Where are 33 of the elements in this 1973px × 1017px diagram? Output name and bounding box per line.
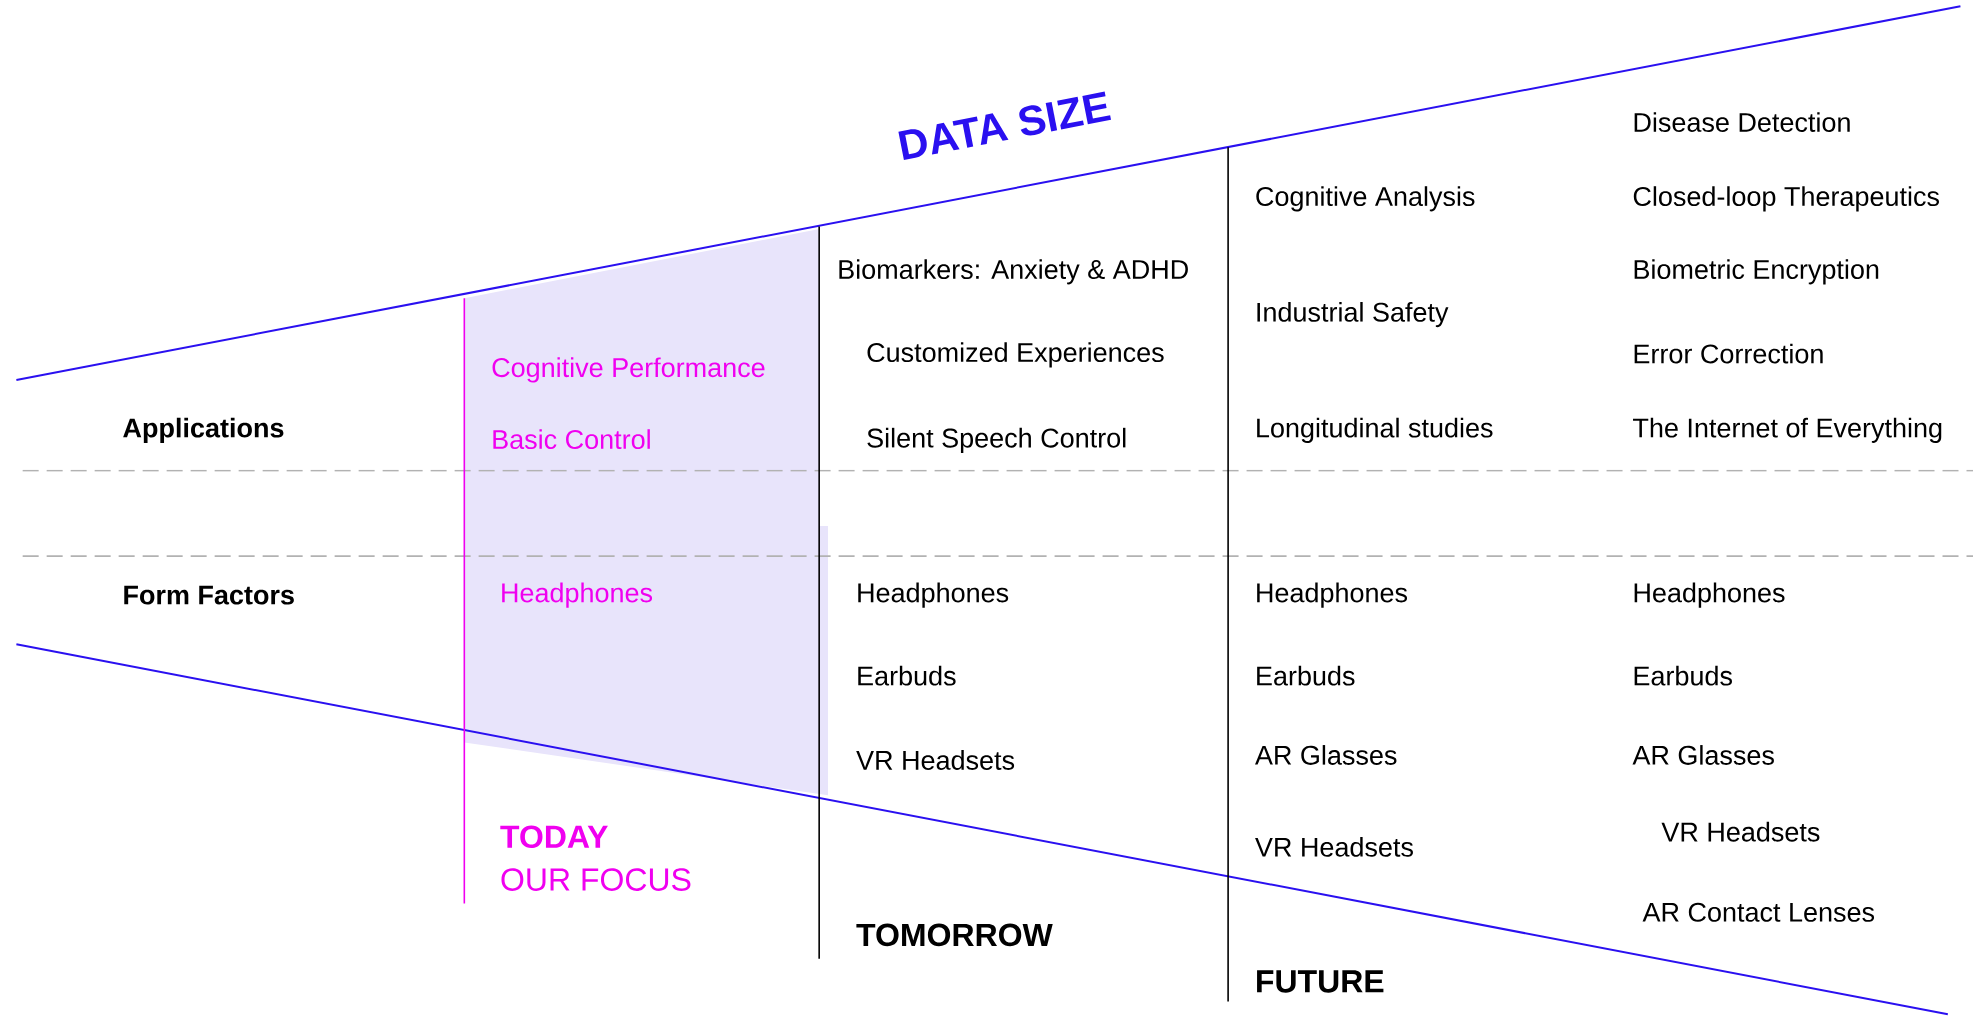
item-label: Headphones [1257,582,1408,608]
band-text: Basic Control [493,429,650,450]
band-text: Cognitive Performance [492,357,765,383]
item-label: Headphones [1634,582,1785,608]
item-label: VR Headsets [856,750,1015,771]
item-label: Longitudinal studies [1257,417,1493,444]
band-text: Headphones [502,582,653,608]
item-label: Error Correction [1634,343,1823,364]
column-heading: OUR FOCUS [501,868,691,892]
item-label: VR Headsets [1661,821,1820,842]
item-label: Cognitive Analysis [1256,186,1475,212]
column-heading: FUTURE [1257,970,1384,993]
row-heading: Applications [123,417,284,444]
item-label: Earbuds [858,665,956,686]
column-heading: TODAY [500,825,608,849]
column-heading: TOMORROW [856,923,1053,947]
item-label: Disease Detection [1634,112,1850,133]
highlight-band [464,229,828,796]
item-label: Biometric Encryption [1634,259,1879,285]
row-heading: Form Factors [124,585,294,605]
item-label: Earbuds [1257,665,1355,686]
title: DATA SIZE [898,91,1111,161]
item-label: Earbuds [1634,665,1732,686]
item-label: AR Glasses [1255,745,1397,766]
item-label: AR Contact Lenses [1642,902,1875,922]
item-label: Headphones [858,582,1009,608]
item-label: The Internet of Everything [1633,417,1942,444]
item-label: Customized Experiences [867,342,1164,368]
item-label: AR Glasses [1632,745,1774,766]
item-label: Closed-loop Therapeutics [1633,186,1939,212]
item-label: Industrial Safety [1257,302,1449,328]
item-label: Silent Speech Control [867,427,1126,454]
item-label: VR Headsets [1255,837,1413,857]
